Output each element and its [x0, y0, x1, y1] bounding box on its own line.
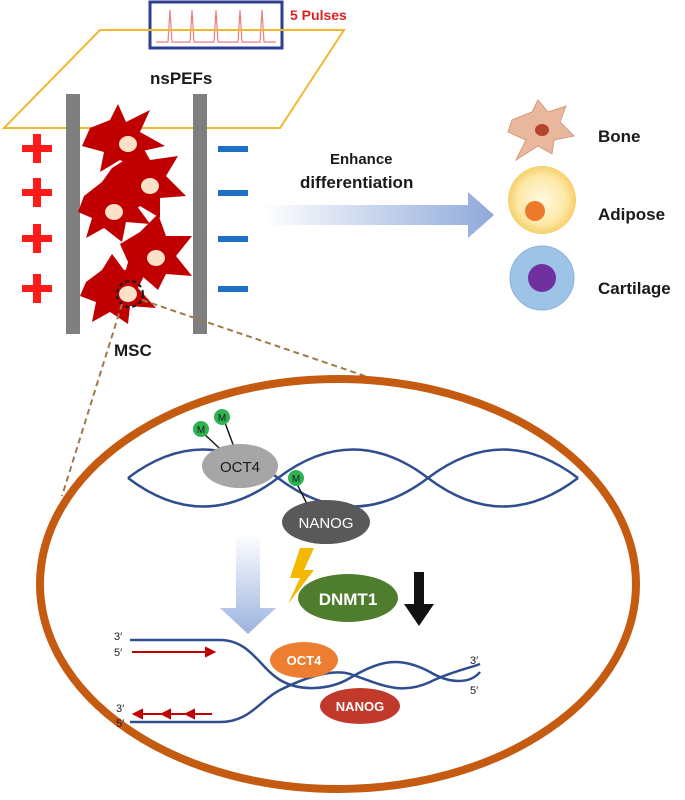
methyl-mark: M	[288, 470, 304, 486]
arrow-label-line1: Enhance	[330, 151, 393, 168]
strand-bot-3: 3′	[116, 703, 124, 715]
svg-text:NANOG: NANOG	[298, 515, 353, 532]
plus-sign	[22, 178, 52, 207]
differentiation-arrow	[262, 192, 494, 238]
strand-top-3: 3′	[114, 631, 122, 643]
svg-text:OCT4: OCT4	[220, 459, 260, 476]
msc-label: MSC	[114, 341, 152, 360]
right-5: 5′	[470, 685, 478, 697]
zoom-line-left	[61, 303, 123, 497]
arrow-label-line2: differentiation	[300, 173, 413, 192]
primer-arrows	[131, 646, 217, 720]
right-3: 3′	[470, 655, 478, 667]
decrease-arrow-icon	[404, 572, 434, 626]
plus-sign	[22, 274, 52, 303]
strand-bot-5: 5′	[116, 718, 124, 730]
downward-arrow	[220, 534, 276, 634]
svg-text:M: M	[292, 474, 300, 485]
strand-top-5: 5′	[114, 647, 122, 659]
lightning-icon	[288, 548, 314, 604]
nanog-bottom: NANOG	[320, 688, 400, 724]
dnmt1-enzyme: DNMT1	[298, 574, 398, 622]
outcome-adipose: Adipose	[598, 205, 665, 224]
left-electrode	[66, 94, 80, 334]
minus-sign	[218, 190, 248, 196]
pulse-label: 5 Pulses	[290, 7, 347, 23]
svg-text:OCT4: OCT4	[287, 653, 322, 668]
svg-text:NANOG: NANOG	[336, 699, 384, 714]
adipose-cell	[508, 166, 576, 234]
device-label: nsPEFs	[150, 69, 212, 88]
msc-nuclei	[105, 136, 165, 302]
oct4-bottom: OCT4	[270, 642, 338, 678]
oct4-top: OCT4	[202, 444, 278, 488]
device-frame	[1, 29, 346, 129]
svg-text:M: M	[197, 425, 205, 436]
minus-sign	[218, 236, 248, 242]
zoom-line-right	[141, 299, 401, 389]
minus-signs	[218, 146, 248, 292]
cartilage-cell	[509, 245, 575, 311]
minus-sign	[218, 146, 248, 152]
methyl-mark: M	[214, 409, 230, 425]
svg-text:M: M	[218, 413, 226, 424]
minus-sign	[218, 286, 248, 292]
svg-text:DNMT1: DNMT1	[319, 590, 378, 609]
bottom-dna	[130, 638, 481, 724]
outcome-cartilage: Cartilage	[598, 279, 671, 298]
zoom-highlight-circle	[116, 280, 144, 308]
methyl-mark: M	[193, 421, 209, 437]
plus-sign	[22, 224, 52, 253]
outcome-bone: Bone	[598, 127, 641, 146]
bone-cell	[507, 99, 576, 162]
plus-sign	[22, 134, 52, 163]
pulse-waveform	[156, 9, 276, 43]
nanog-top: NANOG	[282, 500, 370, 544]
right-electrode	[193, 94, 207, 334]
pulse-box	[148, 0, 284, 50]
plus-signs	[22, 134, 52, 303]
